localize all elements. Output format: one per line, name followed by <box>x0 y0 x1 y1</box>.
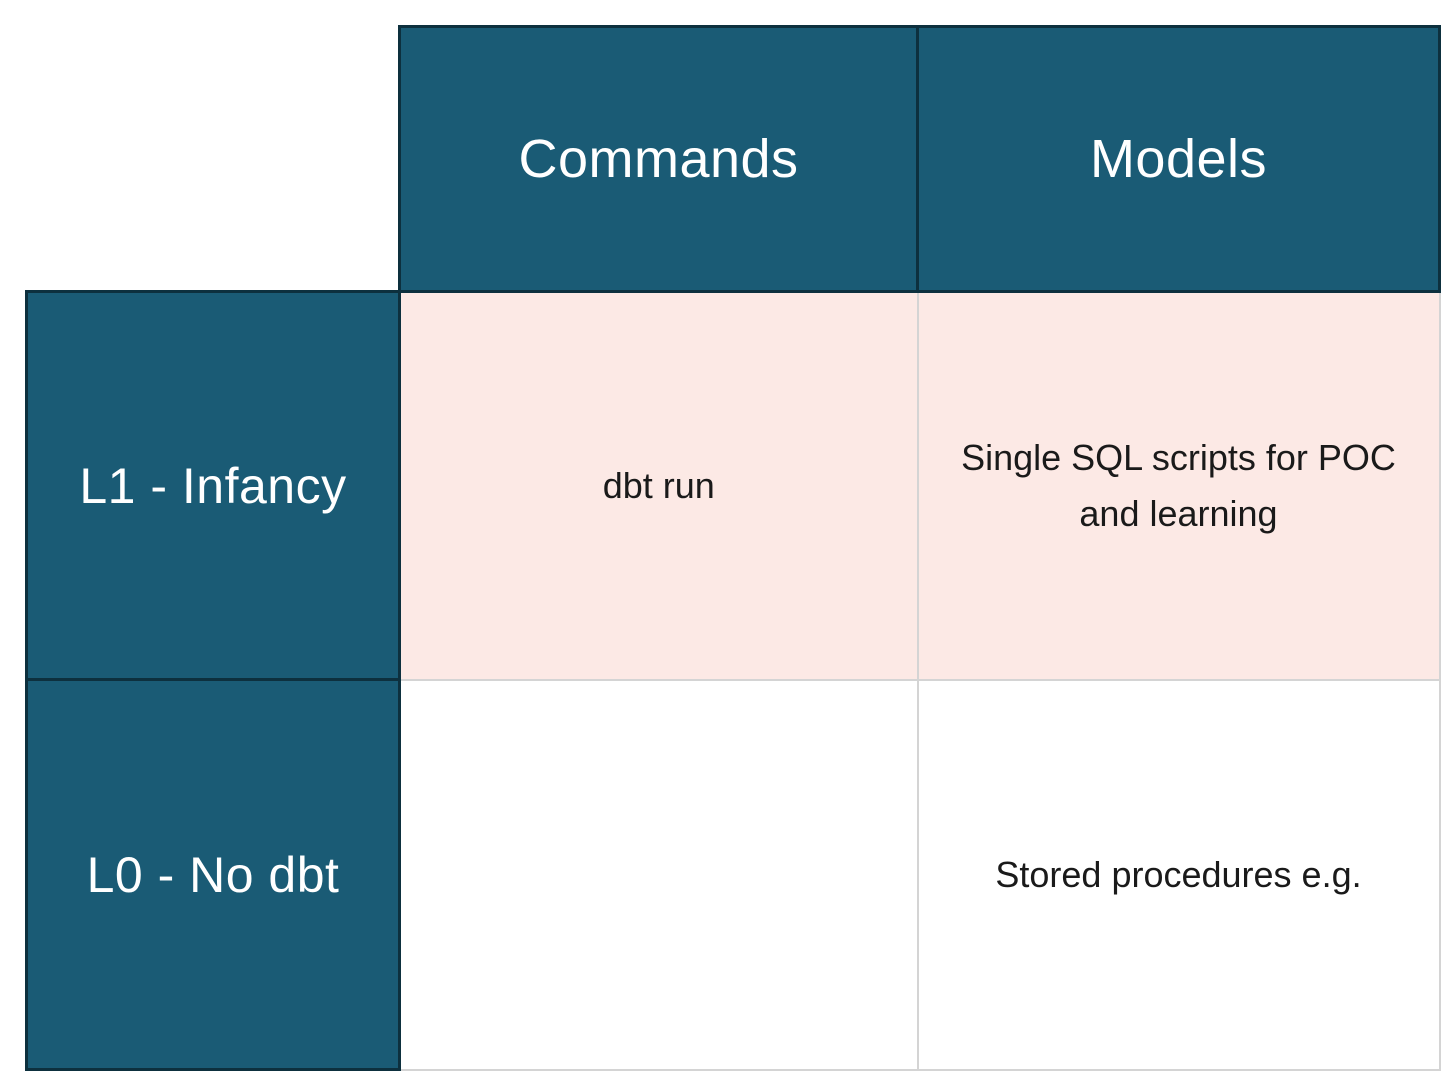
cell-l1-models-text: Single SQL scripts for POC and learning <box>961 436 1396 534</box>
row-header-l1-infancy-label: L1 - Infancy <box>79 457 347 514</box>
row-header-l0-no-dbt-label: L0 - No dbt <box>86 846 340 903</box>
column-header-commands-label: Commands <box>518 129 799 189</box>
column-header-models-label: Models <box>1089 129 1268 189</box>
cell-l0-commands <box>398 678 919 1071</box>
cell-l0-models: Stored procedures e.g. <box>916 678 1441 1071</box>
empty-corner-cell <box>27 27 400 292</box>
cell-l1-commands: dbt run <box>398 290 919 681</box>
row-header-l0-no-dbt: L0 - No dbt <box>25 678 401 1071</box>
table-row-headers: Commands Models <box>27 25 1441 293</box>
table-row-l1-infancy: L1 - Infancy dbt run Single SQL scripts … <box>25 290 1441 681</box>
column-header-models: Models <box>916 25 1441 293</box>
cell-l1-commands-text: dbt run <box>602 464 715 506</box>
table-row-l0-no-dbt: L0 - No dbt Stored procedures e.g. <box>25 678 1441 1071</box>
cell-l1-models: Single SQL scripts for POC and learning <box>916 290 1441 681</box>
row-header-l1-infancy: L1 - Infancy <box>25 290 401 681</box>
cell-l0-models-text: Stored procedures e.g. <box>995 853 1362 895</box>
dbt-maturity-matrix-table: Commands Models L1 - Infancy dbt run Sin… <box>25 25 1441 1071</box>
column-header-commands: Commands <box>398 25 919 293</box>
